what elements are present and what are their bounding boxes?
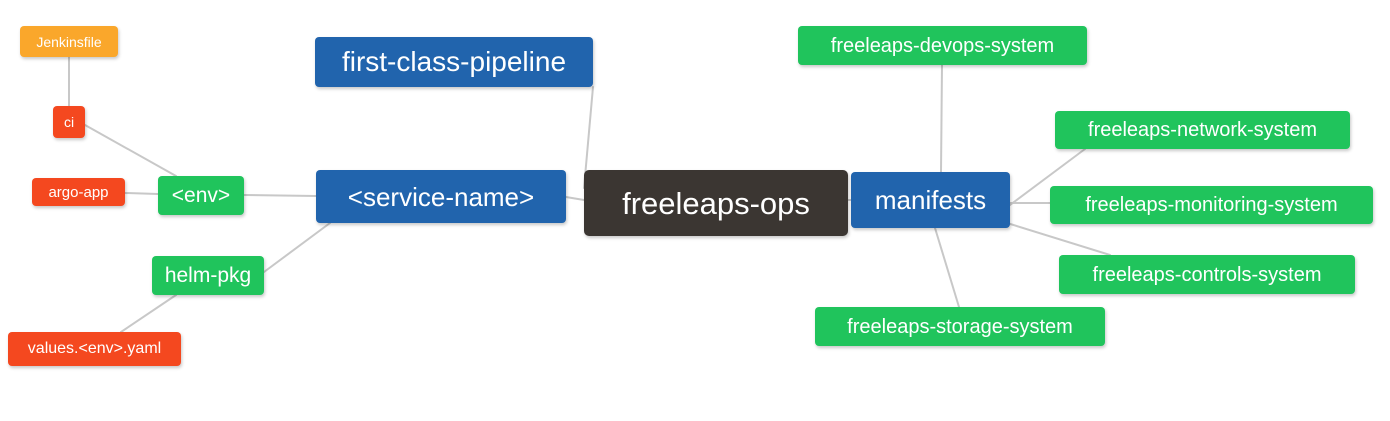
node-env[interactable]: <env> [158,176,244,215]
node-ci[interactable]: ci [53,106,85,138]
node-freeleaps-ops[interactable]: freeleaps-ops [584,170,848,236]
node-freeleaps-controls-system[interactable]: freeleaps-controls-system [1059,255,1355,294]
node-service-name[interactable]: <service-name> [316,170,566,223]
edge-env-ci [84,124,177,177]
node-argo-app[interactable]: argo-app [32,178,125,206]
node-freeleaps-storage-system[interactable]: freeleaps-storage-system [815,307,1105,346]
edge-manifests-storage [934,227,960,308]
edge-manifests-devops [940,64,943,173]
node-first-class-pipeline[interactable]: first-class-pipeline [315,37,593,87]
edge-service-name-helm-pkg [263,222,331,273]
edge-manifests-controls [1006,222,1111,256]
edge-root-service-name [565,196,585,201]
node-helm-pkg[interactable]: helm-pkg [152,256,264,295]
node-values-env-yaml[interactable]: values.<env>.yaml [8,332,181,366]
node-freeleaps-network-system[interactable]: freeleaps-network-system [1055,111,1350,149]
node-freeleaps-devops-system[interactable]: freeleaps-devops-system [798,26,1087,65]
node-freeleaps-monitoring-system[interactable]: freeleaps-monitoring-system [1050,186,1373,224]
edge-service-name-env [243,194,317,197]
edge-env-argo-app [124,192,159,195]
node-jenkinsfile[interactable]: Jenkinsfile [20,26,118,57]
node-manifests[interactable]: manifests [851,172,1010,228]
edge-helm-pkg-values-yaml [120,294,177,333]
